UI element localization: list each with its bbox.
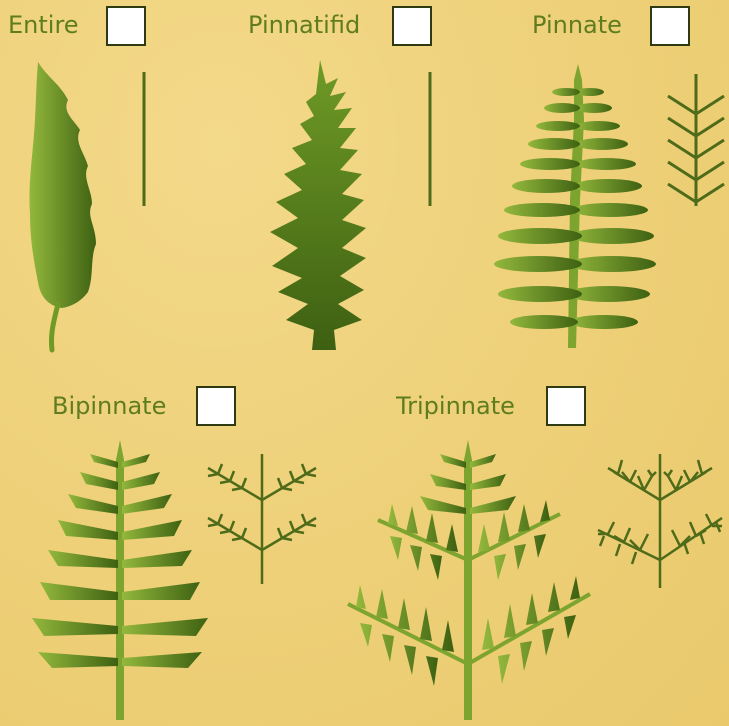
pinnate-schematic: [668, 74, 724, 206]
tripinnate-schematic: [598, 454, 722, 588]
entire-leaf: [29, 62, 96, 350]
tripinnate-leaf: [348, 440, 590, 720]
bipinnate-schematic: [208, 454, 316, 584]
bipinnate-leaf: [32, 440, 208, 720]
pinnate-leaf: [494, 64, 656, 348]
pinnatifid-leaf: [270, 60, 366, 350]
